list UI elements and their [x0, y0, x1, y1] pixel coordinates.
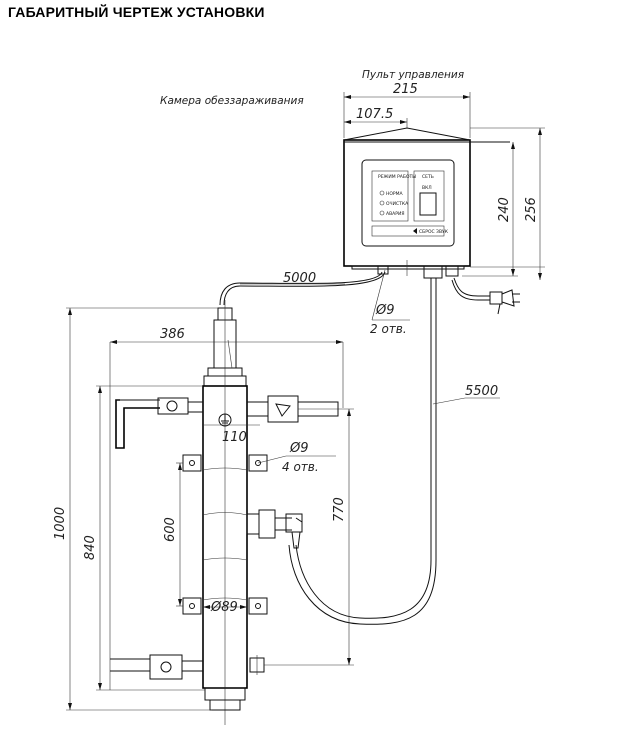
dim-tube-dia: Ø89 [210, 600, 238, 615]
valve-top-right-icon [275, 403, 291, 417]
sensor-icon [285, 513, 303, 533]
dim-width: 386 [160, 327, 185, 342]
dim-hole-count: 2 отв. [370, 322, 407, 336]
control-panel-label: Пульт управления [362, 69, 464, 81]
mode-indicators: НОРМА ОЧИСТКА АВАРИЯ [379, 190, 409, 217]
dim-height-840: 840 [83, 535, 98, 560]
mode-item-norm: НОРМА [386, 191, 404, 197]
disinfection-chamber: 110 Ø9 4 отв. [110, 300, 339, 725]
dim-hole-dia: Ø9 [375, 303, 395, 318]
dim-panel-width: 215 [393, 82, 418, 97]
net-title: СЕТЬ [422, 174, 434, 180]
dim-cable-side: 5500 [465, 384, 498, 399]
power-plug-icon [489, 291, 503, 305]
power-switch-icon [419, 192, 437, 216]
dim-depth: 110 [222, 430, 247, 445]
reset-label: СБРОС ЗВУК [419, 229, 449, 235]
dim-height-770: 770 [332, 497, 347, 522]
indicator-alarm-icon [379, 210, 385, 216]
indicator-norm-icon [379, 190, 385, 196]
reset-arrow-icon [413, 228, 417, 234]
chamber-label: Камера обеззараживания [160, 95, 304, 107]
valve-top-left-icon [166, 400, 178, 412]
switch-label: ВКЛ [422, 185, 432, 191]
control-panel: Пульт управления Камера обеззараживания … [160, 69, 545, 315]
mode-title: РЕЖИМ РАБОТЫ [378, 174, 416, 180]
dim-hole-dia2: Ø9 [289, 441, 309, 456]
mode-item-clean: ОЧИСТКА [386, 201, 409, 207]
page-title: ГАБАРИТНЫЙ ЧЕРТЕЖ УСТАНОВКИ [8, 4, 265, 20]
valve-bottom-left-icon [160, 661, 172, 673]
dim-panel-h1: 240 [497, 197, 512, 222]
dim-height-600: 600 [163, 517, 178, 542]
dim-height-1000: 1000 [53, 507, 68, 540]
dim-cable-top: 5000 [283, 271, 316, 286]
chamber-dimensions: 386 1000 840 600 770 Ø89 [53, 307, 354, 711]
dim-panel-half: 107.5 [356, 107, 393, 122]
dim-panel-h2: 256 [524, 197, 539, 222]
dim-hole-count2: 4 отв. [282, 460, 319, 474]
indicator-clean-icon [379, 200, 385, 206]
cables: 5000 Ø9 2 отв. 5500 [219, 269, 500, 625]
mode-item-alarm: АВАРИЯ [386, 211, 404, 217]
